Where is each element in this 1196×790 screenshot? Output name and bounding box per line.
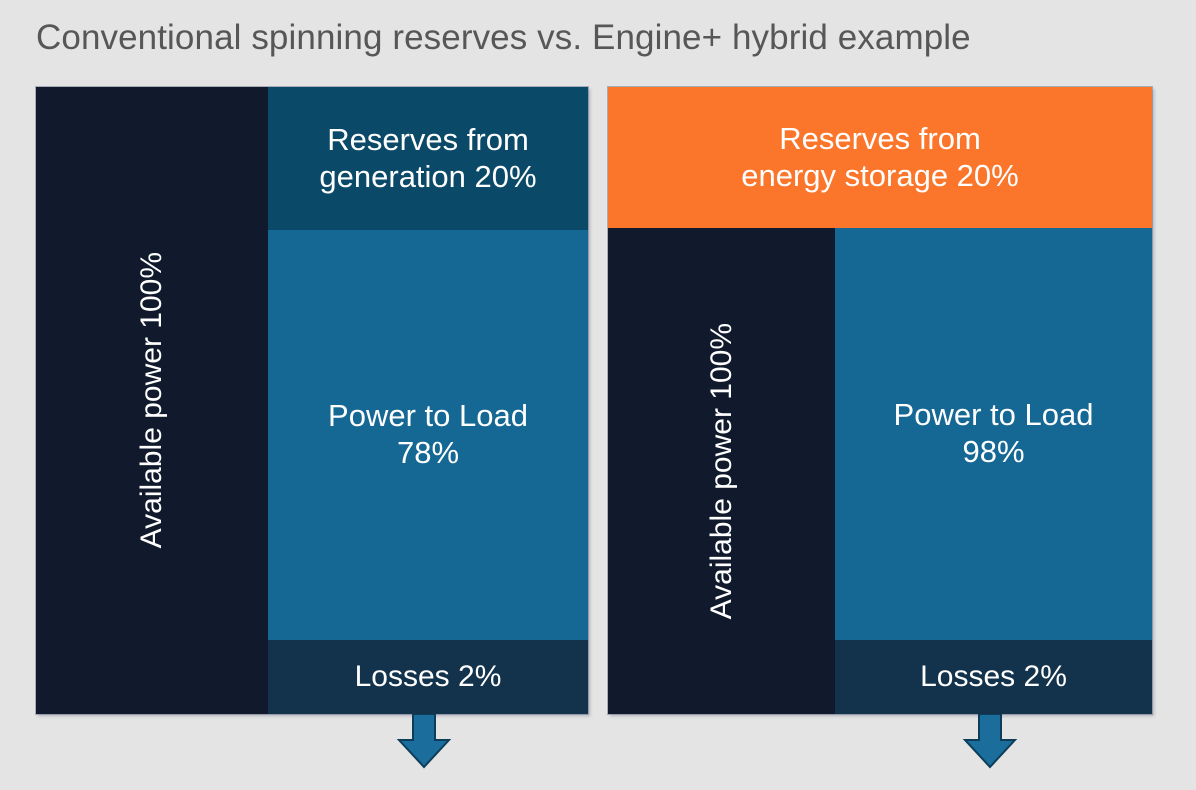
right-reserves-line-1: Reserves from	[779, 120, 981, 156]
right-reserves-line-2: energy storage 20%	[741, 157, 1019, 193]
down-arrow-icon	[396, 714, 452, 769]
left-power-to-load-label: Power to Load 78%	[328, 398, 528, 471]
right-power-to-load-block: Power to Load 98%	[835, 228, 1152, 640]
right-available-power-block: Available power 100%	[608, 228, 835, 714]
right-losses-label: Losses 2%	[920, 660, 1067, 694]
left-power-to-load-block: Power to Load 78%	[268, 230, 588, 640]
left-reserves-from-generation-block: Reserves from generation 20%	[268, 87, 588, 230]
left-reserves-line-2: generation 20%	[319, 158, 537, 194]
left-losses-label: Losses 2%	[354, 660, 502, 694]
conventional-panel: Available power 100% Reserves from gener…	[36, 87, 588, 714]
right-reserves-from-energy-storage-block: Reserves from energy storage 20%	[608, 87, 1152, 228]
right-available-power-label: Available power 100%	[704, 322, 738, 620]
left-available-power-label: Available power 100%	[135, 252, 169, 549]
down-arrow-icon	[962, 714, 1018, 769]
right-reserves-label: Reserves from energy storage 20%	[741, 121, 1018, 194]
right-power-to-load-label: Power to Load 98%	[894, 397, 1094, 470]
left-load-line-1: Power to Load	[328, 398, 528, 434]
left-load-line-2: 78%	[396, 435, 460, 470]
right-load-line-2: 98%	[962, 434, 1025, 469]
left-reserves-label: Reserves from generation 20%	[319, 122, 536, 195]
right-losses-block: Losses 2%	[835, 640, 1152, 714]
left-reserves-line-1: Reserves from	[327, 121, 529, 157]
left-losses-block: Losses 2%	[268, 640, 588, 714]
page-title: Conventional spinning reserves vs. Engin…	[36, 18, 971, 57]
right-load-line-1: Power to Load	[893, 397, 1094, 433]
engine-plus-hybrid-panel: Reserves from energy storage 20% Availab…	[608, 87, 1152, 714]
left-available-power-block: Available power 100%	[36, 87, 268, 714]
